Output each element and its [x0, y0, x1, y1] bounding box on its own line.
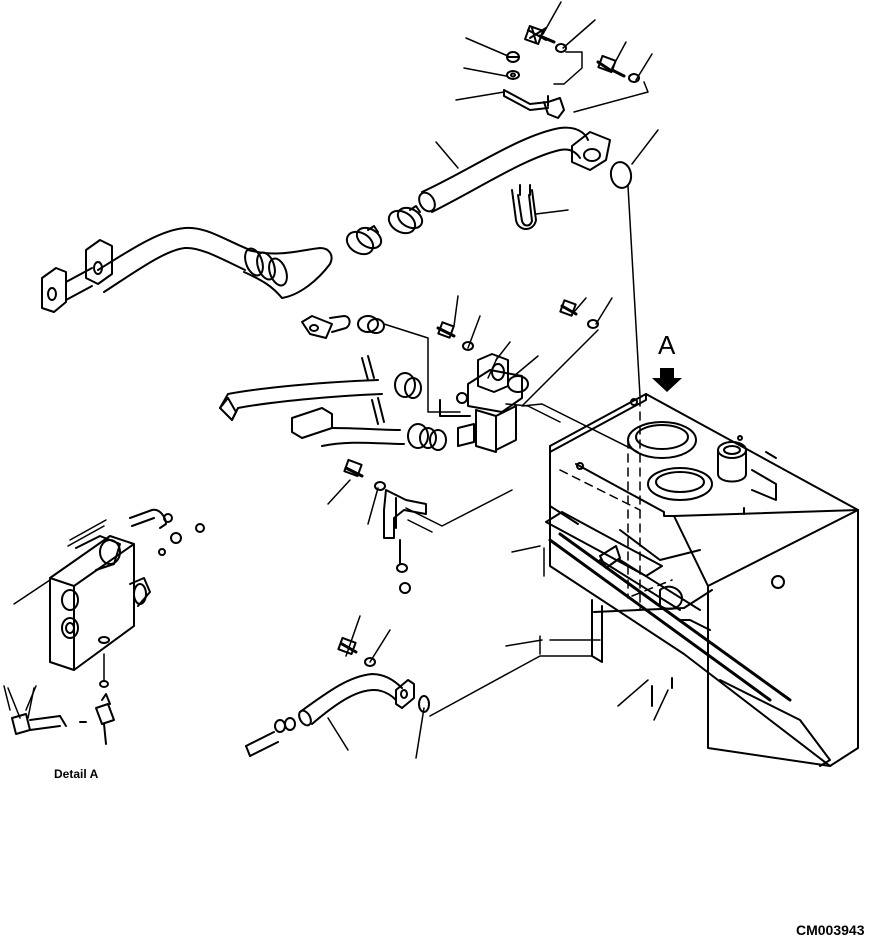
hose-clamps [343, 204, 426, 259]
middle-hose-group [220, 316, 446, 450]
upper-tube [416, 128, 633, 229]
hidden-lines [560, 398, 672, 610]
center-bolts [344, 300, 598, 490]
upper-left-pipe [42, 228, 332, 312]
view-a-arrow [652, 368, 682, 392]
hydraulic-tank [546, 394, 858, 766]
drawing-code: CM003943 [796, 922, 865, 938]
leader-lines [4, 2, 668, 758]
view-a-label: A [658, 330, 676, 360]
upper-bracket-bolt-group [504, 26, 639, 118]
connection-lines [384, 52, 648, 716]
lower-pipe [246, 638, 429, 756]
detail-a-assembly [8, 510, 204, 744]
mid-bracket [384, 490, 426, 593]
valve-block [440, 354, 528, 452]
detail-a-caption: Detail A [54, 767, 99, 781]
